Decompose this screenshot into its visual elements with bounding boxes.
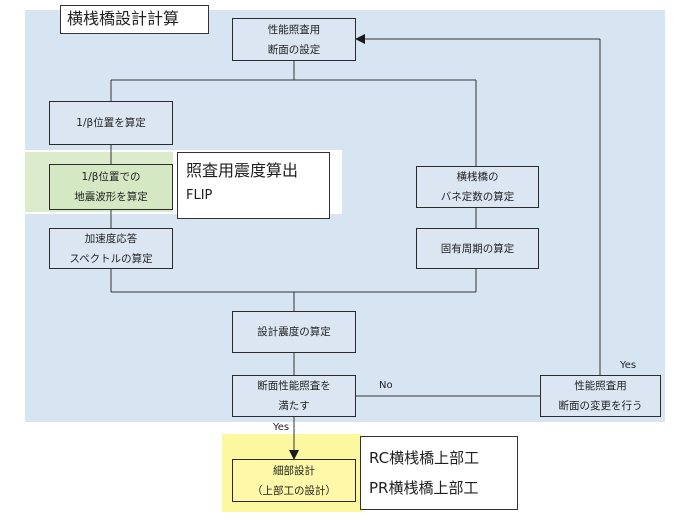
superstructure-callout: RC横桟橋上部工 PR横桟橋上部工 (360, 436, 518, 510)
change-section-line2: 断面の変更を行う (558, 400, 643, 412)
change-section-box: 性能照査用 断面の変更を行う (540, 375, 661, 417)
beta-position-box: 1/β位置を算定 (49, 101, 173, 145)
response-spectrum-line2: スペクトルの算定 (69, 252, 153, 265)
response-spectrum-box: 加速度応答 スペクトルの算定 (49, 228, 173, 269)
title-text: 横桟橋設計計算 (67, 9, 180, 28)
detailed-design-line1: 細部設計 (273, 464, 315, 477)
title-box: 横桟橋設計計算 (60, 5, 209, 34)
seismic-calc-line1: 照査用震度算出 (186, 161, 299, 180)
waveform-line1: 1/β位置での (81, 171, 141, 183)
detailed-design-box: 細部設計 （上部工の設計） (232, 459, 356, 502)
spring-constant-line1: 横桟橋の (456, 171, 499, 183)
waveform-line2: 地震波形を算定 (74, 191, 148, 203)
yes-down-label: Yes (273, 422, 290, 433)
performance-check-line1: 断面性能照査を (257, 380, 331, 392)
detailed-design-line2: （上部工の設計） (252, 484, 336, 497)
natural-period-box: 固有周期の算定 (416, 228, 539, 269)
no-label: No (379, 380, 393, 391)
spring-constant-line2: バネ定数の算定 (440, 191, 515, 203)
performance-check-box: 断面性能照査を 満たす (232, 375, 356, 417)
natural-period-line1: 固有周期の算定 (440, 242, 515, 255)
waveform-box: 1/β位置での 地震波形を算定 (49, 164, 173, 210)
section-setup-line1: 性能照査用 (267, 23, 321, 36)
change-section-line1: 性能照査用 (574, 380, 627, 392)
design-seismic-line1: 設計震度の算定 (257, 326, 331, 338)
seismic-calc-callout: 照査用震度算出 FLIP (177, 152, 330, 219)
response-spectrum-line1: 加速度応答 (84, 232, 138, 245)
performance-check-line2: 満たす (278, 400, 310, 412)
spring-constant-box: 横桟橋の バネ定数の算定 (416, 166, 539, 208)
superstructure-line1: RC横桟橋上部工 (369, 449, 480, 467)
design-seismic-box: 設計震度の算定 (232, 311, 356, 353)
beta-position-line1: 1/β位置を算定 (76, 117, 146, 129)
section-setup-line2: 断面の設定 (267, 43, 321, 56)
flow-area-background (25, 10, 665, 422)
yes-up-label: Yes (620, 360, 637, 371)
seismic-calc-line2: FLIP (186, 188, 213, 203)
section-setup-box: 性能照査用 断面の設定 (232, 18, 356, 61)
superstructure-line2: PR横桟橋上部工 (369, 479, 479, 497)
